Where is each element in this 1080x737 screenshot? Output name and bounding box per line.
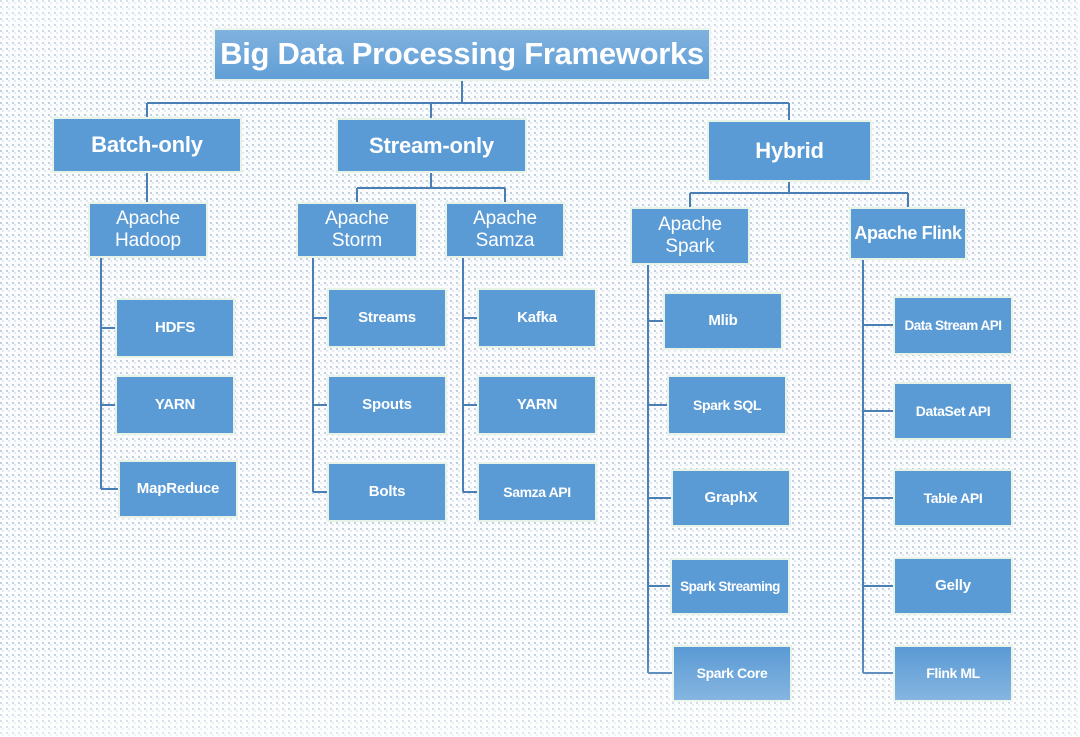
component-node-hdfs[interactable]: HDFS: [115, 298, 235, 358]
framework-node-apache-hadoop[interactable]: Apache Hadoop: [88, 202, 208, 258]
root-node-title[interactable]: Big Data Processing Frameworks: [213, 28, 711, 81]
component-node-graphx[interactable]: GraphX: [671, 469, 791, 527]
component-node-flink-ml[interactable]: Flink ML: [893, 645, 1013, 702]
framework-node-apache-storm[interactable]: Apache Storm: [296, 202, 418, 258]
component-node-bolts[interactable]: Bolts: [327, 462, 447, 522]
component-node-kafka[interactable]: Kafka: [477, 288, 597, 348]
component-node-spark-sql[interactable]: Spark SQL: [667, 375, 787, 435]
category-node-hybrid[interactable]: Hybrid: [707, 120, 872, 182]
component-node-gelly[interactable]: Gelly: [893, 557, 1013, 615]
component-node-data-stream-api[interactable]: Data Stream API: [893, 296, 1013, 355]
component-node-spouts[interactable]: Spouts: [327, 375, 447, 435]
component-node-mapreduce[interactable]: MapReduce: [118, 460, 238, 518]
category-node-stream-only[interactable]: Stream-only: [336, 118, 527, 173]
component-node-spark-streaming[interactable]: Spark Streaming: [670, 558, 790, 615]
framework-node-apache-flink[interactable]: Apache Flink: [849, 207, 967, 260]
component-node-streams[interactable]: Streams: [327, 288, 447, 348]
component-node-yarn-samza[interactable]: YARN: [477, 375, 597, 435]
category-node-batch-only[interactable]: Batch-only: [52, 117, 242, 173]
component-node-dataset-api[interactable]: DataSet API: [893, 382, 1013, 440]
component-node-table-api[interactable]: Table API: [893, 469, 1013, 527]
framework-node-apache-spark[interactable]: Apache Spark: [630, 207, 750, 265]
component-node-samza-api[interactable]: Samza API: [477, 462, 597, 522]
framework-node-apache-samza[interactable]: Apache Samza: [445, 202, 565, 258]
component-node-mlib[interactable]: Mlib: [663, 292, 783, 350]
component-node-spark-core[interactable]: Spark Core: [672, 645, 792, 702]
component-node-yarn-hadoop[interactable]: YARN: [115, 375, 235, 435]
